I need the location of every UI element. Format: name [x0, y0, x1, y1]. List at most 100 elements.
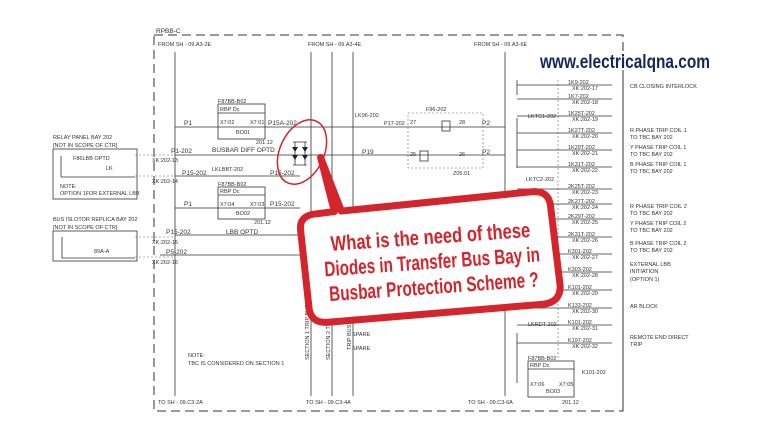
right-label: Y PHASE TRIP COIL 2: [630, 221, 686, 227]
terminal-xk: XK:202-24: [572, 205, 598, 211]
option-label: (OPTION 1): [630, 277, 660, 283]
wire-p1-202: P1-202: [171, 148, 192, 155]
from-label-2: FROM SH - 09.A3-4E: [308, 42, 362, 48]
svg-text:NOTE:: NOTE:: [60, 184, 77, 190]
svg-text:28: 28: [459, 120, 465, 126]
wire-p15-d: P15-202: [166, 229, 191, 236]
terminal-wire: K101-202: [568, 285, 592, 291]
svg-text:X7:02: X7:02: [220, 120, 234, 126]
wire-p15a: P15A-202: [268, 120, 297, 127]
terminal-wire: 1K31T-202: [568, 162, 595, 168]
xk-15: XK:202-15: [152, 240, 178, 246]
terminal-wire: K301-202: [568, 249, 592, 255]
svg-text:89A-A: 89A-A: [94, 249, 110, 255]
svg-text:201.12: 201.12: [254, 220, 271, 226]
svg-text:F96-202: F96-202: [426, 107, 447, 113]
terminal-xk: XK:202-20: [572, 134, 598, 140]
terminal-wire: K133-202: [568, 303, 592, 309]
terminal-labels: 1K9-202XK:202-171K7-202XK:202-181K25T-20…: [517, 80, 612, 350]
right-label-sub: TO TBC BAY 202: [630, 169, 673, 175]
terminal-wire: 2K27T-202: [568, 199, 595, 205]
terminal-xk: XK:202-30: [572, 309, 598, 315]
svg-text:X7:06: X7:06: [530, 382, 544, 388]
wire-p2-b: P2: [482, 149, 490, 156]
f96-relay: F96-202 P17-202 27 28 25 26 Z05.01: [384, 107, 484, 177]
wire-p1-b: P1: [184, 201, 192, 208]
svg-text:X7:01: X7:01: [250, 120, 264, 126]
terminal-xk: XK:202-22: [572, 168, 598, 174]
terminal-xk: XK:202-29: [572, 291, 598, 297]
busbar-diff-relay: F87BB-B02 RBP Dc X7:02 X7:01 BO01 201.12…: [212, 99, 275, 154]
right-label: AR BLOCK: [630, 304, 658, 310]
svg-text:RELAY PANEL BAY 202: RELAY PANEL BAY 202: [53, 135, 112, 141]
terminal-xk: XK:202-32: [572, 344, 598, 350]
svg-text:BO02: BO02: [236, 211, 250, 217]
website-watermark: www.electricalqna.com: [539, 52, 710, 73]
question-callout: What is the need of these Diodes in Tran…: [296, 153, 564, 326]
svg-text:27: 27: [410, 120, 416, 126]
note-text: TBC IS CONSIDERED ON SECTION 1: [188, 361, 284, 367]
terminal-wire: K303-202: [568, 267, 592, 273]
svg-text:BO01: BO01: [236, 130, 250, 136]
xk-13: XK:202-13: [152, 158, 178, 164]
to-label-2: TO SH - 09.C3-4A: [306, 400, 351, 406]
svg-text:X7:03: X7:03: [250, 202, 264, 208]
terminal-wire: K197-202: [568, 338, 592, 344]
svg-text:X7:04: X7:04: [220, 202, 234, 208]
svg-text:26: 26: [459, 152, 465, 158]
svg-text:F87BB-B02: F87BB-B02: [528, 356, 556, 362]
from-label-3: FROM SH - 09.A3-6E: [474, 42, 528, 48]
terminal-wire: 1K29T-202: [568, 145, 595, 151]
to-label-3: TO SH - 09.C3-6A: [468, 400, 513, 406]
svg-text:BUS ISLOTOR REPLICA BAY 202: BUS ISLOTOR REPLICA BAY 202: [53, 217, 137, 223]
terminal-wire: 1K9-202: [568, 80, 589, 86]
right-label: CB CLOSING INTERLOCK: [630, 84, 697, 90]
svg-text:201.12: 201.12: [256, 140, 273, 146]
bottom-relay: F87BB-B02 RBP Dc X7:06 X7:05 BO03 201.12…: [527, 356, 606, 406]
right-label-sub: TO TBC BAY 202: [630, 135, 673, 141]
to-label-1: TO SH - 09.C3-2A: [158, 400, 203, 406]
terminal-xk: XK:202-26: [572, 238, 598, 244]
wire-p19: P19: [362, 149, 374, 156]
svg-text:RBP Dc: RBP Dc: [530, 363, 550, 369]
terminal-xk: XK:202-18: [572, 100, 598, 106]
terminal-wire: 2K29T-202: [568, 214, 595, 220]
right-label-sub: TRIP: [630, 342, 643, 348]
right-label: REMOTE END DIRECT: [630, 335, 689, 341]
section-1-label: SECTION 1 TRIP BUS: [305, 304, 311, 360]
panel-frame: [153, 34, 624, 412]
svg-text:RBP Dc: RBP Dc: [220, 189, 240, 195]
svg-text:25: 25: [410, 152, 416, 158]
svg-text:P17-202: P17-202: [384, 121, 405, 127]
svg-text:F87BB-B02: F87BB-B02: [218, 99, 246, 105]
diodes: [292, 141, 308, 166]
right-label: B PHASE TRIP COIL 2: [630, 241, 686, 247]
terminal-wire: 1K25T-202: [568, 111, 595, 117]
wire-p15-b: P15-202: [270, 170, 295, 177]
svg-text:LKLBBT-202: LKLBBT-202: [212, 167, 243, 173]
relay-panel-bay-box: [NOT IN SCOPE OF CTR] RELAY PANEL BAY 20…: [52, 135, 140, 200]
svg-text:K101-202: K101-202: [582, 370, 606, 376]
terminal-wire: 2K31T-202: [568, 232, 595, 238]
right-label: R PHASE TRIP COIL 1: [630, 128, 687, 134]
wire-p2: P2: [482, 120, 490, 127]
svg-text:[NOT IN SCOPE OF CTR]: [NOT IN SCOPE OF CTR]: [53, 225, 118, 231]
wire-p15: P15-202: [182, 170, 207, 177]
right-label: R PHASE TRIP COIL 2: [630, 204, 687, 210]
svg-text:BO03: BO03: [546, 389, 560, 395]
link-rdt: LKRDT-202: [528, 322, 557, 328]
terminal-xk: XK:202-28: [572, 273, 598, 279]
svg-text:LBB OPTD: LBB OPTD: [226, 229, 258, 236]
terminal-xk: XK:202-17: [572, 86, 598, 92]
svg-text:F87BB-B02: F87BB-B02: [218, 182, 246, 188]
spare-2: SPARE: [352, 346, 371, 352]
spare-1: SPARE: [352, 332, 371, 338]
note-title: NOTE:: [188, 353, 205, 359]
wire-p5: P5-202: [166, 249, 187, 256]
section-2-label: SECTION 2 TRIP BUS: [326, 304, 332, 360]
terminal-wire: 2K25T-202: [568, 184, 595, 190]
right-label-sub: TO TBC BAY 202: [630, 152, 673, 158]
wire-lk96: LK96-202: [355, 113, 379, 119]
